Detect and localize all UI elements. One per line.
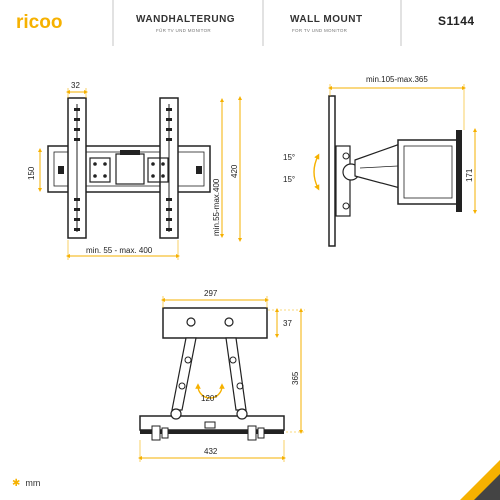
wall-plate	[397, 139, 459, 205]
side-view: 15° 15° min.105-max.365 171	[283, 75, 477, 247]
subtitle-de: FÜR TV UND MONITOR	[156, 28, 211, 33]
header-divider	[262, 0, 264, 46]
dim-mount-height: 420	[230, 164, 239, 178]
dim-horizontal-spacing: min. 55 - max. 400	[86, 246, 153, 255]
brand-logo-text: ricoo	[16, 12, 62, 33]
dim-top-width: 32	[71, 81, 80, 90]
dim-plate-width: 297	[204, 289, 218, 298]
dim-vesa-height: 150	[27, 166, 36, 180]
brand-logo: ricoo	[16, 12, 62, 33]
front-view: 32 150 min.55-max.400 420 min. 55 - max.…	[27, 81, 242, 260]
header-bar: ricoo WANDHALTERUNG FÜR TV UND MONITOR W…	[0, 0, 500, 46]
top-view: 120° 297 37 365 432	[138, 289, 305, 462]
header-divider	[400, 0, 402, 46]
corner-accent	[460, 460, 500, 500]
wall-plate-top	[162, 307, 268, 339]
rotation-label: 120°	[201, 394, 218, 403]
front-bar	[47, 145, 211, 193]
dim-plate-height: 171	[465, 168, 474, 182]
unit-label: mm	[25, 478, 41, 488]
dim-plate-depth: 37	[283, 319, 292, 328]
dim-rail-spacing: min.55-max.400	[212, 178, 221, 236]
title-en: WALL MOUNT	[290, 14, 363, 25]
dim-tv-width: 432	[204, 447, 218, 456]
tv-plate	[328, 95, 336, 247]
title-de: WANDHALTERUNG	[136, 14, 236, 25]
tilt-up-label: 15°	[283, 153, 295, 162]
unit-note: ✱ mm	[12, 478, 40, 489]
product-sku: S1144	[438, 14, 475, 28]
dim-depth: min.105-max.365	[366, 75, 428, 84]
asterisk-icon: ✱	[12, 478, 21, 489]
subtitle-en: FOR TV UND MONITOR	[292, 28, 348, 33]
tilt-down-label: 15°	[283, 175, 295, 184]
header-divider	[112, 0, 114, 46]
dim-arm-extension: 365	[291, 371, 300, 385]
